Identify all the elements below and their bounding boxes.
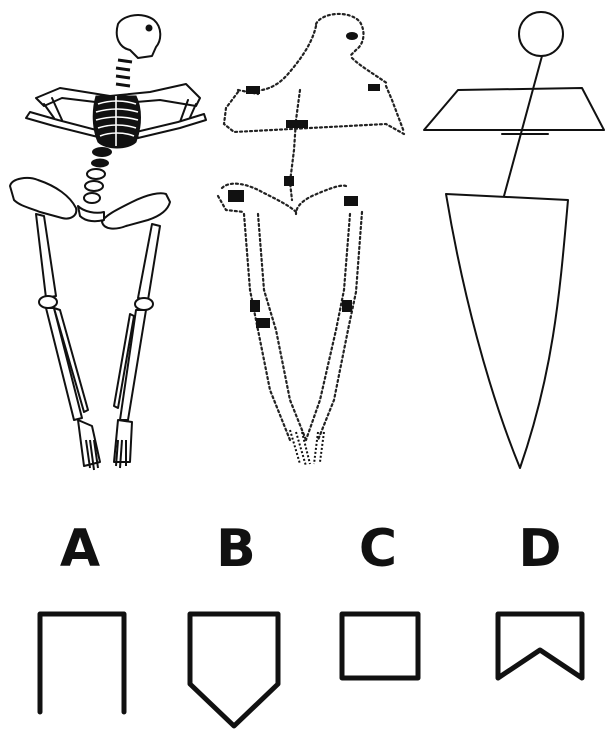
- skeleton-drawing: [10, 15, 206, 470]
- schematic-head: [519, 12, 563, 56]
- schematic-drawing: [424, 12, 604, 468]
- schematic-shoulders: [424, 88, 604, 130]
- panel-label-c: C: [359, 519, 397, 579]
- shape-rectangle: [342, 614, 418, 678]
- schematic-spine: [504, 56, 542, 196]
- panel-B: B: [190, 519, 278, 726]
- schematic-body: [446, 194, 568, 468]
- panel-label-b: B: [216, 519, 256, 579]
- panel-C: C: [342, 519, 418, 678]
- eroded-skeleton-drawing: [218, 14, 404, 466]
- rib-cage: [93, 96, 140, 148]
- panel-label-d: D: [518, 519, 561, 579]
- shape-pentagon-pointed: [190, 614, 278, 726]
- shape-open-rectangle: [40, 614, 124, 712]
- panel-label-a: A: [60, 519, 100, 579]
- panel-A: A: [40, 519, 124, 712]
- shape-notched-rectangle: [498, 614, 582, 678]
- panel-D: D: [498, 519, 582, 678]
